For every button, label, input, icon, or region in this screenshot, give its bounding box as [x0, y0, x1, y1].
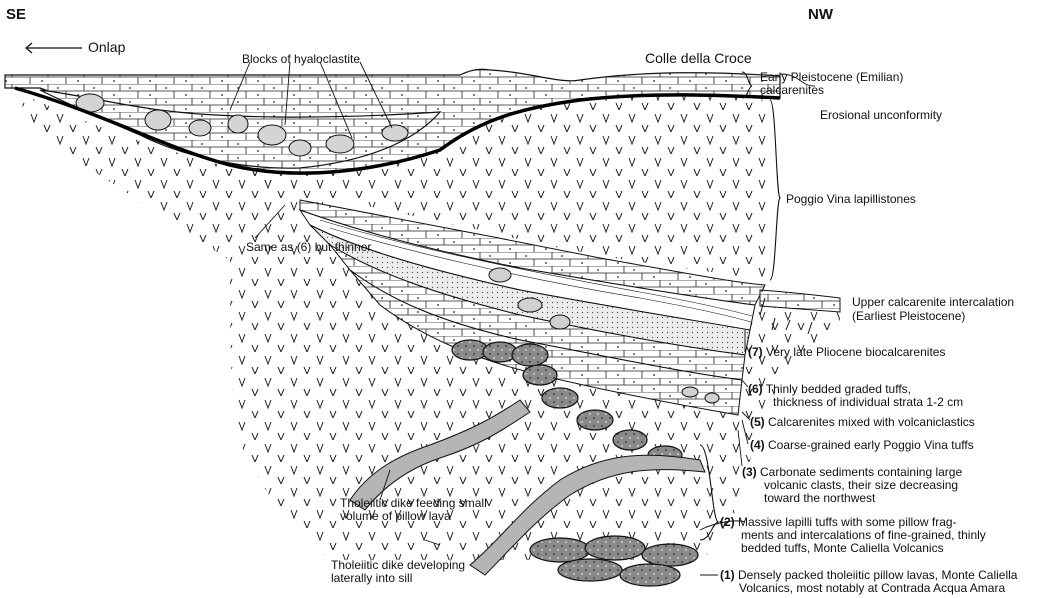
- unit-number: (4): [750, 438, 765, 452]
- unit-number: (1): [720, 568, 735, 582]
- unit-3-label-line-3: toward the northwest: [764, 492, 875, 505]
- unit-number: (6): [748, 382, 763, 396]
- unit-5-label: (5) Calcarenites mixed with volcaniclast…: [750, 416, 975, 429]
- upper-calcarenite-label-line-1: Upper calcarenite intercalation: [852, 296, 1014, 309]
- unit-description: Calcarenites mixed with volcaniclastics: [768, 415, 975, 429]
- onlap-label: Onlap: [88, 41, 125, 54]
- unit-6-label-line-2: thickness of individual strata 1-2 cm: [773, 396, 963, 409]
- unit-4-label: (4) Coarse-grained early Poggio Vina tuf…: [750, 439, 974, 452]
- unit-description: Thinly bedded graded tuffs,: [766, 382, 911, 396]
- unit-description: Massive lapilli tuffs with some pillow f…: [738, 515, 957, 529]
- compass-se: SE: [6, 8, 26, 21]
- brace-poggio: [770, 100, 780, 280]
- unit-1-label-line-2: Volcanics, most notably at Contrada Acqu…: [739, 582, 1005, 595]
- unit-description: Carbonate sediments containing large: [760, 465, 962, 479]
- unit-description: Densely packed tholeiitic pillow lavas, …: [738, 568, 1017, 582]
- emilian-label-line-2: calcarenites: [760, 84, 824, 97]
- unit-2-label-line-3: bedded tuffs, Monte Caliella Volcanics: [741, 542, 944, 555]
- locality-label: Colle della Croce: [645, 52, 752, 65]
- unit-description: Coarse-grained early Poggio Vina tuffs: [768, 438, 974, 452]
- unit-description: Very late Pliocene biocalcarenites: [766, 345, 945, 359]
- unit-7-label: (7) Very late Pliocene biocalcarenites: [748, 346, 945, 359]
- onlap-arrow: [26, 43, 82, 53]
- dike-sill-label-line-2: laterally into sill: [331, 572, 412, 585]
- unit-number: (5): [750, 415, 765, 429]
- upper-calcarenite-label-line-2: (Earliest Pleistocene): [852, 310, 965, 323]
- same-as-6-label: Same as (6) but thinner: [246, 241, 371, 254]
- unit-number: (3): [742, 465, 757, 479]
- hyaloclastite-label: Blocks of hyaloclastite: [242, 53, 360, 66]
- unit-number: (2): [720, 515, 735, 529]
- unit-number: (7): [748, 345, 763, 359]
- compass-nw: NW: [808, 8, 833, 21]
- unconformity-label: Erosional unconformity: [820, 109, 942, 122]
- poggio-vina-label: Poggio Vina lapillistones: [786, 193, 916, 206]
- dike-small-label-line-2: volume of pillow lava: [340, 510, 451, 523]
